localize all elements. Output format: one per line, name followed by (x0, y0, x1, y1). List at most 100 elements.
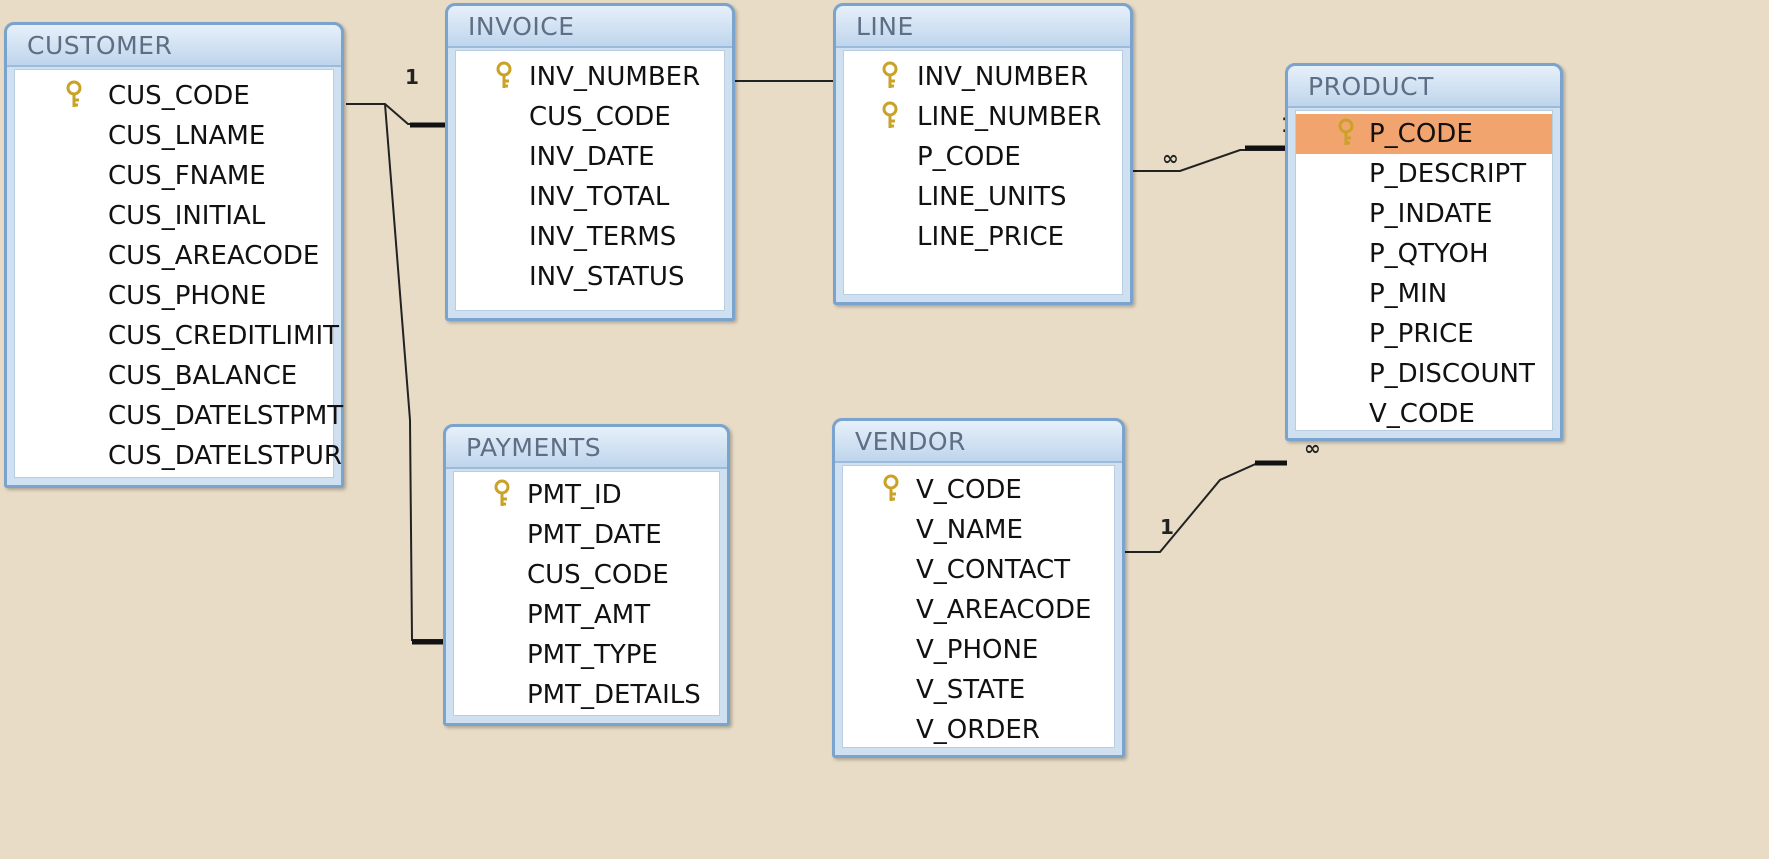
rel-many-label: ∞ (1162, 146, 1179, 170)
field-name: V_NAME (916, 515, 1023, 545)
field-row[interactable]: CUS_CODE (15, 76, 333, 116)
table-customer[interactable]: CUSTOMER CUS_CODE CUS_LNAME CUS_FNAME CUS_I… (4, 22, 344, 488)
rel-one-label: 1 (405, 65, 419, 89)
field-row[interactable]: INV_STATUS (456, 257, 724, 297)
field-row[interactable]: LINE_NUMBER (844, 97, 1122, 137)
field-row[interactable]: V_CONTACT (843, 550, 1114, 590)
field-name: CUS_FNAME (108, 161, 266, 191)
field-name: PMT_ID (527, 480, 622, 510)
field-name: PMT_AMT (527, 600, 651, 630)
field-row[interactable]: P_DISCOUNT (1296, 354, 1552, 394)
field-row[interactable]: V_ORDER (843, 710, 1114, 750)
field-row[interactable]: V_CODE (843, 470, 1114, 510)
table-title[interactable]: PRODUCT (1288, 66, 1560, 108)
key-icon (1338, 118, 1354, 145)
field-row[interactable]: INV_TERMS (456, 217, 724, 257)
field-name: LINE_UNITS (917, 182, 1067, 212)
field-row[interactable]: CUS_INITIAL (15, 196, 333, 236)
field-row[interactable]: CUS_LNAME (15, 116, 333, 156)
field-row[interactable]: P_DESCRIPT (1296, 154, 1552, 194)
field-row[interactable]: V_CODE (1296, 394, 1552, 434)
table-title[interactable]: PAYMENTS (446, 427, 727, 469)
table-title[interactable]: LINE (836, 6, 1130, 48)
field-name: P_QTYOH (1369, 239, 1489, 269)
field-name: P_INDATE (1369, 199, 1493, 229)
rel-vendor-product: 1 ∞ (1125, 436, 1321, 553)
field-name: V_CODE (1369, 399, 1475, 429)
field-name: CUS_CODE (529, 102, 671, 132)
field-row[interactable]: INV_NUMBER (844, 57, 1122, 97)
field-row[interactable]: CUS_PHONE (15, 276, 333, 316)
field-list: INV_NUMBER CUS_CODE INV_DATE INV_TOTAL INV_T… (455, 50, 725, 311)
field-row[interactable]: CUS_CREDITLIMIT (15, 316, 339, 356)
table-title[interactable]: CUSTOMER (7, 25, 341, 67)
field-row[interactable]: LINE_UNITS (844, 177, 1122, 217)
field-name: P_MIN (1369, 279, 1448, 309)
field-name: CUS_INITIAL (108, 201, 266, 231)
key-icon (496, 61, 512, 88)
field-row[interactable]: PMT_DATE (454, 515, 719, 555)
field-name: INV_NUMBER (529, 62, 701, 92)
field-name: P_DISCOUNT (1369, 359, 1535, 389)
key-icon (494, 479, 510, 506)
field-row[interactable]: V_NAME (843, 510, 1114, 550)
field-name: INV_DATE (529, 142, 655, 172)
field-row[interactable]: PMT_TYPE (454, 635, 719, 675)
field-row[interactable]: PMT_DETAILS (454, 675, 719, 715)
field-name: CUS_PHONE (108, 281, 267, 311)
field-row[interactable]: V_AREACODE (843, 590, 1114, 630)
field-name: LINE_PRICE (917, 222, 1065, 252)
field-row[interactable]: INV_NUMBER (456, 57, 724, 97)
key-icon (882, 61, 898, 88)
table-line[interactable]: LINE INV_NUMBER LINE_NUMBER P_CODE LINE_UNI… (833, 3, 1133, 305)
field-name: PMT_TYPE (527, 640, 658, 670)
table-invoice[interactable]: INVOICE INV_NUMBER CUS_CODE INV_DATE INV_TO… (445, 3, 735, 321)
field-name: V_PHONE (916, 635, 1039, 665)
field-row[interactable]: CUS_AREACODE (15, 236, 333, 276)
field-row[interactable]: PMT_ID (454, 475, 719, 515)
key-icon (882, 101, 898, 128)
rel-line-product: 1 ∞ (1133, 113, 1295, 172)
field-row[interactable]: P_CODE (1296, 114, 1552, 154)
field-row[interactable]: P_CODE (844, 137, 1122, 177)
field-name: V_AREACODE (916, 595, 1092, 625)
field-list: P_CODE P_DESCRIPT P_INDATE P_QTYOH P_MIN P_PR… (1295, 110, 1553, 431)
field-list: CUS_CODE CUS_LNAME CUS_FNAME CUS_INITIAL CUS… (14, 69, 343, 478)
field-list: V_CODE V_NAME V_CONTACT V_AREACODE V_PHONE V_… (842, 465, 1115, 748)
field-row[interactable]: V_STATE (843, 670, 1114, 710)
field-row[interactable]: PMT_AMT (454, 595, 719, 635)
field-name: INV_STATUS (529, 262, 685, 292)
field-row[interactable]: INV_DATE (456, 137, 724, 177)
field-name: CUS_CODE (527, 560, 669, 590)
field-row[interactable]: CUS_CODE (456, 97, 724, 137)
field-name: CUS_DATELSTPUR (108, 441, 342, 471)
field-row[interactable]: P_PRICE (1296, 314, 1552, 354)
field-name: P_CODE (1369, 119, 1473, 149)
field-name: V_ORDER (916, 715, 1040, 745)
field-row[interactable]: P_INDATE (1296, 194, 1552, 234)
field-row[interactable]: INV_TOTAL (456, 177, 724, 217)
field-row[interactable]: V_PHONE (843, 630, 1114, 670)
field-row[interactable]: CUS_FNAME (15, 156, 333, 196)
field-row[interactable]: CUS_DATELSTPMT (15, 396, 343, 436)
field-row[interactable]: P_QTYOH (1296, 234, 1552, 274)
field-name: P_PRICE (1369, 319, 1474, 349)
rel-one-label: 1 (1160, 515, 1174, 539)
field-name: LINE_NUMBER (917, 102, 1102, 132)
field-name: CUS_AREACODE (108, 241, 320, 271)
field-row[interactable]: P_MIN (1296, 274, 1552, 314)
field-name: INV_TERMS (529, 222, 677, 252)
field-row[interactable]: CUS_DATELSTPUR (15, 436, 342, 476)
field-row[interactable]: LINE_PRICE (844, 217, 1122, 257)
table-title[interactable]: VENDOR (835, 421, 1122, 463)
field-name: CUS_CODE (108, 81, 250, 111)
field-name: P_DESCRIPT (1369, 159, 1527, 189)
table-payments[interactable]: PAYMENTS PMT_ID PMT_DATE CUS_CODE PMT_AMT PM… (443, 424, 730, 726)
field-row[interactable]: CUS_CODE (454, 555, 719, 595)
table-title[interactable]: INVOICE (448, 6, 732, 48)
field-name: CUS_DATELSTPMT (108, 401, 344, 431)
field-row[interactable]: CUS_BALANCE (15, 356, 333, 396)
